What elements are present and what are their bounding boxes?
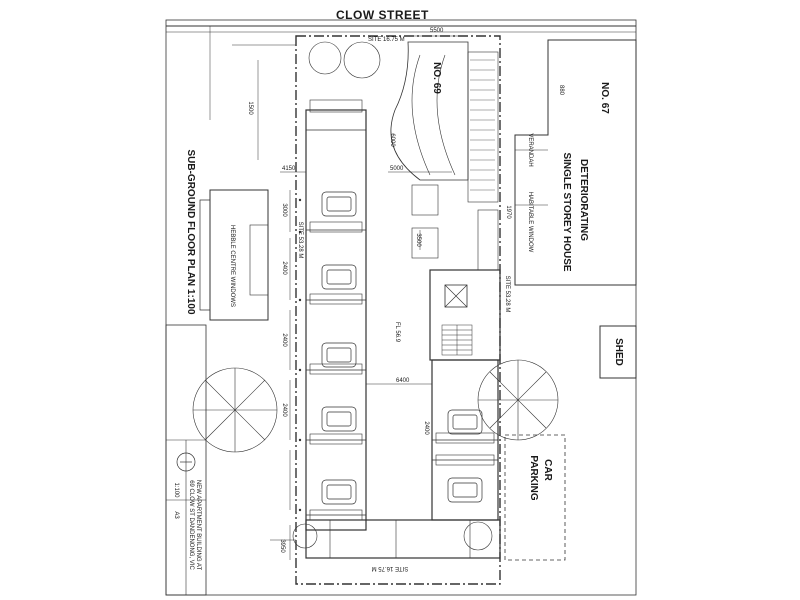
hebble-window-label: HEBBLE CENTRE WINDOWS [229,224,235,308]
site-left-side: SITE 53.28 M [297,221,303,259]
dim-6000: 6000 [389,133,395,147]
car-parking-box [504,434,566,561]
car-parking-label-line1: CAR [542,459,553,481]
neighbour-no67-label: NO. 67 [599,82,610,114]
site-top-width: SITE 16.75 M [368,37,405,43]
dim-2400-a: 2400 [281,261,287,275]
habitable-window-label: HABITABLE WINDOW [527,191,533,253]
dim-3500: 3500 [415,233,421,247]
dim-6400: 6400 [396,378,410,384]
left-bays [306,99,366,521]
stair [441,324,473,356]
dimension-lines [257,35,468,560]
left-side-ticks [298,198,302,512]
floor-level-label: FL 56.9 [394,321,400,343]
cars-left [321,191,357,505]
left-parking-wall [305,109,367,531]
car-parking-label-line2: PARKING [528,455,539,501]
dim-880: 880 [558,84,564,96]
site-bottom-width: SITE 16.75 M [371,565,409,571]
lift-shaft [444,284,468,308]
shed-label: SHED [613,338,624,366]
dim-3950: 3950 [279,539,285,553]
large-tree [477,359,559,441]
dim-3000: 3000 [281,203,287,217]
bottom-wall [305,519,501,559]
dim-4150: 4150 [282,166,296,172]
cars-right [447,409,483,503]
dim-1970: 1970 [505,205,511,219]
neighbour-right-house [514,39,637,286]
tree-symbols [292,41,493,551]
sheet-size: A3 [173,511,179,519]
north-arrow-icon [176,452,196,472]
core-block [429,269,501,361]
verandah-label: VERANDAH [527,133,533,167]
site-no69-label: NO. 69 [431,62,442,94]
dim-5000: 5000 [390,166,404,172]
project-line2: 69 CLOW ST DANDENONG, VIC [188,480,194,570]
ramp-hatch [467,51,499,203]
dim-2400-b: 2400 [281,333,287,347]
right-bays [432,432,498,466]
dim-2400-c: 2400 [281,403,287,417]
house-label-line2: SINGLE STOREY HOUSE [561,152,572,272]
dim-2400-d: 2400 [423,421,429,435]
house-label-line1: DETERIORATING [578,158,589,242]
left-tree [192,367,278,453]
plan-title: SUB-GROUND FLOOR PLAN 1:100 [185,149,196,315]
street-name: CLOW STREET [336,8,429,22]
shed-box [599,325,637,379]
dim-5500: 5500 [430,28,444,34]
project-line1: NEW APARTMENT BUILDING AT [195,479,201,571]
scale-value: 1:100 [173,482,179,498]
dim-1500: 1500 [247,101,253,115]
driveway-ramp [390,41,469,181]
neighbour-left-house [209,189,269,321]
sheet-frame [165,19,637,596]
site-right-side: SITE 53.28 M [504,275,510,313]
